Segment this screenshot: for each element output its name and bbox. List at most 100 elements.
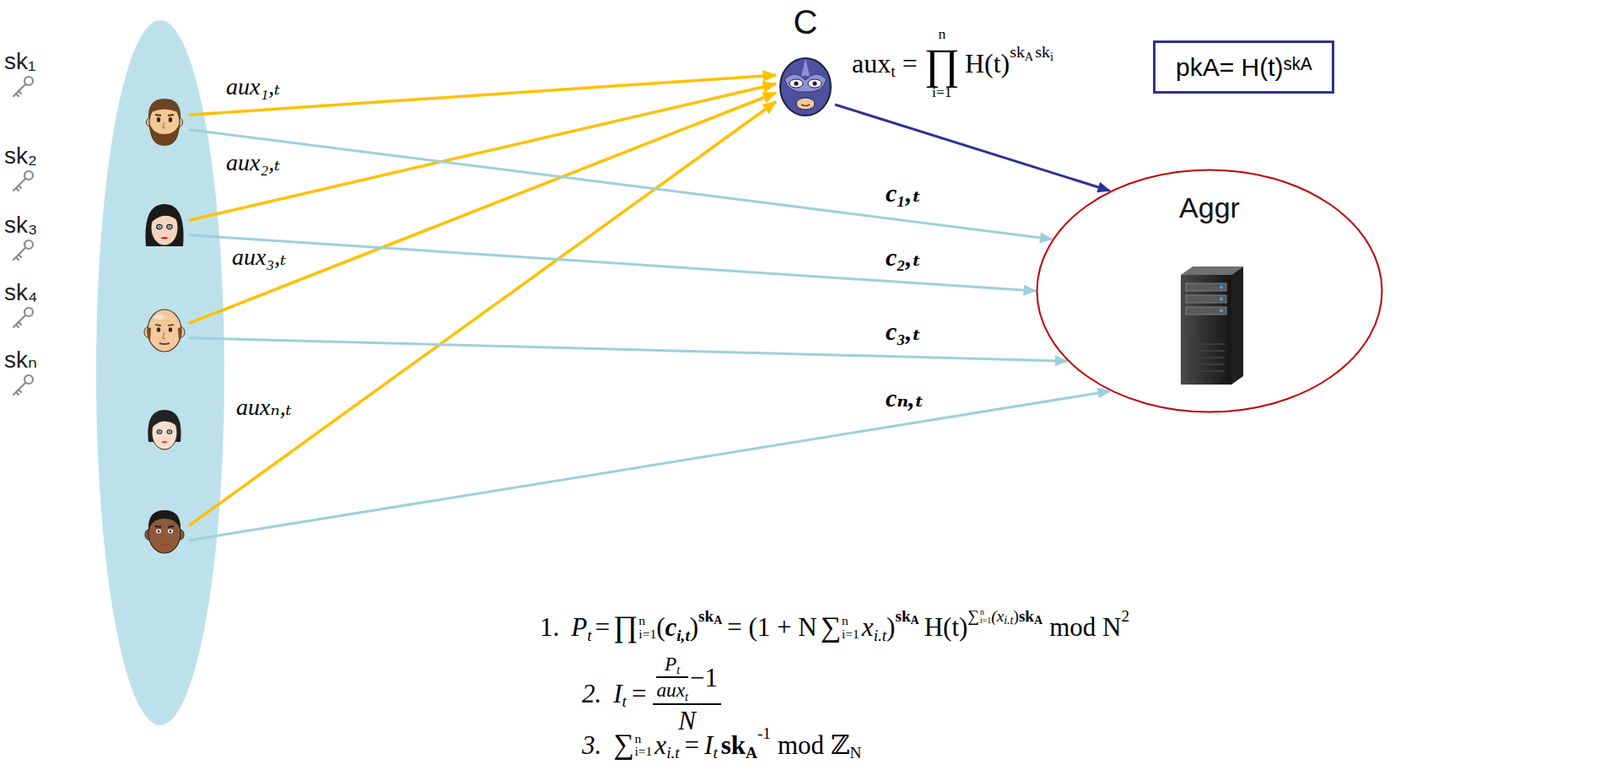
user-face [155,526,174,528]
user-face [162,332,166,340]
formula-text: i,t [676,627,690,644]
formula-text: t [676,663,680,676]
key-icon [18,185,22,189]
fraction-denominator: auxt [656,678,689,701]
formula-text: ) [1012,608,1019,625]
key-icon [16,188,19,191]
collector-mask [780,58,831,116]
formula-text: N [678,707,696,734]
formula-text: ∏ [613,612,638,643]
formula: 2.It=Ptauxt−1N [581,654,722,734]
key-icon [13,171,33,191]
formula-text: N [849,744,862,761]
key-icon [13,382,27,396]
public-key-box: pkA= H(t)ˢᵏᴬ [1152,40,1335,94]
edge-label-holder: c₁,ₜ [885,178,922,207]
node-label-holder: sk₃ [4,212,38,239]
server-icon [1185,295,1227,303]
user-avatar: sk₂ [140,203,189,253]
user-face [146,327,182,341]
user-face [146,98,184,146]
formula-text: i=1 [638,627,657,642]
edge-label: auxₙ,ₜ [236,394,292,421]
formula-text: A [1024,50,1034,63]
user-face [167,430,173,435]
server-icon [1231,266,1244,385]
user-face [145,510,184,554]
formula-text: I [613,680,622,707]
server-icon [1187,344,1225,372]
formula-text: i=1 [635,744,653,759]
formula-text: i.t [873,627,887,644]
key-label: sk₂ [4,143,38,170]
formula-text: A [745,744,758,761]
connector-arrow [188,84,776,221]
key-icon [16,257,19,260]
formula-text: i=1 [931,85,953,101]
user-face [145,204,184,247]
server-icon [1185,283,1227,291]
key-icon [13,315,27,329]
formula-text: t [890,63,896,81]
node-label-holder: skₙ [4,347,38,374]
user-face [168,117,173,123]
key-icon [13,240,33,260]
formula-text: mod N [1049,614,1121,641]
user-face [156,529,162,534]
edge-label: cₙ,ₜ [885,383,925,412]
user-avatar: sk₄ [140,407,189,457]
user-face [147,409,181,450]
key-label: sk₃ [4,212,38,239]
node-label-holder: sk₄ [4,280,38,307]
limits-stack: ni=1 [980,608,992,625]
user-face [158,543,171,546]
user-face [167,529,173,534]
user-face [157,530,161,534]
formula-text: n [980,608,985,617]
collector-mask [789,79,803,88]
user-face [160,136,169,138]
formula-text: x [654,732,667,759]
connector-arrow [835,104,1110,191]
formula-text: 2 [1120,608,1130,625]
formula-text: ( [656,614,665,641]
user-face [156,224,162,229]
formula-text: ∏ [924,42,960,86]
collector-mask [780,58,831,116]
key-icon [16,93,19,97]
key-icon [18,389,22,393]
connector-arrow [188,129,1052,240]
connector-arrow [188,391,1110,541]
user-face [150,207,179,224]
collector-mask [812,80,817,86]
formula-text: c [665,614,678,641]
operator-stack: n∏i=1 [924,26,960,100]
edge-label-holder: cₙ,ₜ [885,383,925,412]
fraction-numerator: Ptauxt−1 [652,654,722,706]
limits-stack: ni=1 [841,614,860,641]
formula-text: H(t) [924,614,969,641]
formula-text: (x [991,608,1004,625]
formula-text: 2. [581,680,602,707]
user-face [155,324,174,326]
edge-label-holder: aux₁,ₜ [226,74,281,101]
key-label: sk₄ [4,280,38,307]
fraction-numerator: Pt [656,654,689,679]
key-icon [18,322,22,325]
user-face [167,224,173,229]
formula-text: = (1 + N [727,614,817,641]
formula-text: P [571,614,588,641]
limits-stack: ni=1 [638,614,657,641]
node-label-holder: sk₁ [4,48,36,76]
formula-text: i.t [1003,614,1013,627]
formula-text: mod ℤ [777,732,851,759]
user-face [150,413,178,429]
edge-label: c₃,ₜ [885,317,922,345]
formula-text: aux [656,680,685,701]
formula-text: t [587,627,592,644]
user-avatar: sk₃ [140,306,189,356]
key-icon [16,392,19,395]
formula-text: sk [1034,43,1051,61]
